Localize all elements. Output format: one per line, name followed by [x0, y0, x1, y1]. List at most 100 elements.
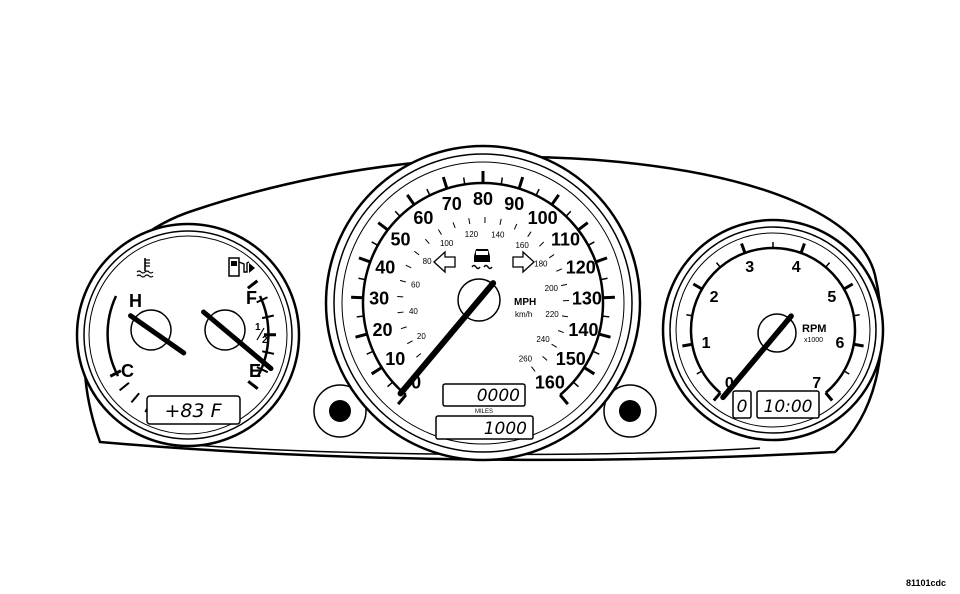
tach-tick [843, 370, 850, 375]
kmh-tick [424, 238, 430, 245]
mph-label: 40 [375, 257, 395, 277]
mph-tick [550, 194, 560, 206]
mph-tick [558, 393, 569, 406]
fuel-tick [246, 279, 259, 290]
fuel-needle [201, 309, 274, 372]
mph-label: 110 [551, 230, 580, 250]
kmh-tick [407, 340, 413, 345]
fuel-half-label: 1 2 [255, 322, 268, 346]
tach-tick [853, 313, 860, 317]
tach-tick [692, 282, 703, 291]
mph-label: 130 [572, 288, 602, 308]
tach-tick [686, 313, 693, 317]
gear-display-frame [732, 390, 752, 419]
clock-display: 10:00 [764, 397, 813, 417]
odometer-display-frame [435, 415, 534, 440]
kmh-label: 180 [534, 260, 548, 269]
kmh-tick [531, 366, 536, 372]
mph-tick [565, 210, 572, 217]
mph-tick [462, 177, 466, 185]
temp-tick [118, 382, 130, 392]
mph-label: 150 [556, 349, 586, 369]
mph-tick [371, 241, 379, 246]
mph-tick [397, 393, 408, 406]
outside-temp-display-frame [146, 395, 241, 425]
kmh-tick [405, 264, 412, 269]
mph-tick [583, 366, 596, 376]
kmh-label: 220 [545, 310, 559, 319]
mph-tick [602, 315, 610, 318]
mph-label: 50 [390, 230, 410, 250]
kmh-tick [415, 353, 422, 358]
mph-tick [355, 332, 368, 339]
mph-tick [358, 277, 366, 281]
mph-tick [366, 350, 374, 355]
mph-tick [592, 350, 600, 355]
kmh-scale-ticks [397, 217, 569, 372]
tach-label: 4 [792, 259, 801, 276]
trip-display-frame [442, 383, 526, 407]
fuel-half-denominator: 2 [262, 335, 268, 346]
mph-tick [600, 277, 608, 281]
tach-tick [712, 391, 722, 402]
mph-label: 100 [528, 208, 558, 228]
mph-tick [517, 176, 525, 190]
mph-label: 0 [411, 373, 421, 393]
tach-label: 1 [702, 335, 711, 352]
trip-display: 0000 [477, 386, 520, 406]
mph-tick [577, 221, 589, 232]
mph-tick [595, 256, 608, 264]
mph-label: 160 [535, 373, 565, 393]
kmh-tick [499, 218, 502, 225]
kmh-tick [556, 268, 563, 272]
kmh-label: 260 [519, 355, 533, 364]
tach-tick [843, 282, 854, 291]
mph-tick [598, 332, 611, 339]
tach-tick [824, 391, 834, 402]
temp-scale-arc [106, 295, 120, 377]
kmh-tick [400, 326, 407, 330]
mph-tick [500, 177, 504, 185]
fuel-tick [261, 314, 275, 320]
kmh-tick [551, 343, 557, 348]
kmh-tick [399, 279, 406, 283]
tach-tick [696, 370, 703, 375]
outside-temp-display: +83 F [164, 400, 222, 422]
mph-label: 10 [385, 349, 405, 369]
mph-label: 120 [566, 257, 596, 277]
mph-tick [535, 188, 540, 196]
mph-tick [356, 315, 364, 318]
mph-tick [387, 381, 394, 388]
tach-label: 3 [745, 259, 754, 276]
coolant-temperature-icon [136, 258, 154, 278]
tach-tick [682, 342, 693, 348]
tach-scale-ticks [682, 242, 864, 402]
tach-unit-multiplier: x1000 [804, 337, 823, 344]
kmh-tick [437, 229, 442, 235]
kmh-tick [414, 250, 420, 256]
tach-tick [825, 262, 831, 268]
mph-label: 30 [369, 288, 389, 308]
mph-tick [426, 188, 431, 196]
mph-label: 20 [373, 320, 393, 340]
kmh-tick [561, 315, 568, 318]
temp-high-label: H [129, 291, 142, 311]
left-turn-signal-icon [433, 250, 456, 274]
mph-tick [602, 295, 615, 300]
tach-unit: RPM [802, 323, 826, 335]
temp-needle [128, 313, 187, 356]
right-turn-signal-icon [512, 250, 535, 274]
tach-label: 6 [836, 335, 845, 352]
fuel-tick [256, 296, 268, 304]
fuel-tick [262, 350, 275, 355]
mph-tick [394, 210, 401, 217]
mph-label: 90 [504, 194, 524, 214]
clock-display-frame [756, 390, 820, 419]
mph-tick [406, 194, 416, 206]
kmh-label: 20 [417, 332, 426, 341]
fuel-pump-icon [228, 257, 255, 277]
tach-label: 5 [827, 289, 836, 306]
